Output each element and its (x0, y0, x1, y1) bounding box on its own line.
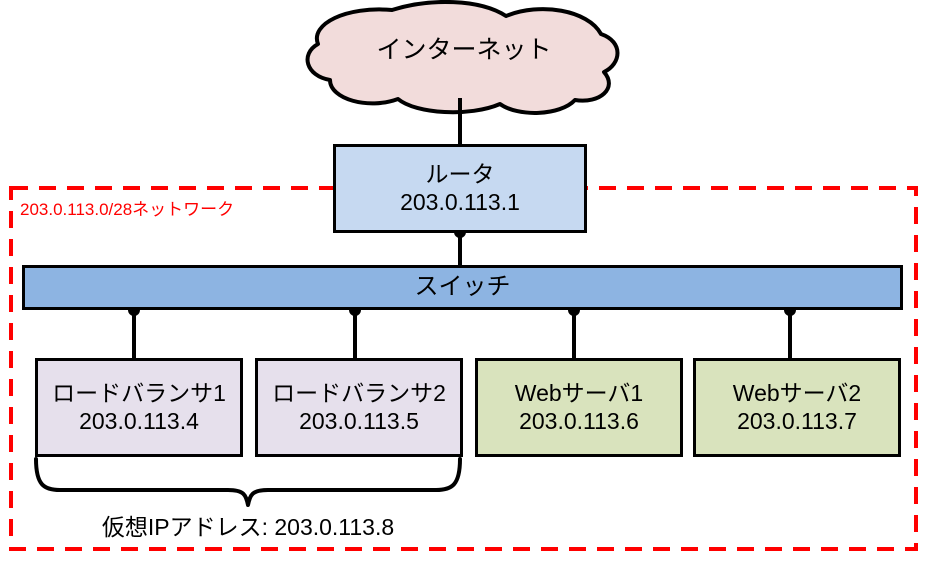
node-router-ip: 203.0.113.1 (400, 188, 520, 215)
internet-cloud-label: インターネット (376, 36, 552, 64)
node-web-server-2-name: Webサーバ2 (732, 380, 862, 407)
virtual-ip-label: 仮想IPアドレス: 203.0.113.8 (101, 514, 395, 540)
node-web-server-1-ip: 203.0.113.6 (519, 407, 639, 434)
internet-cloud-shape (305, 0, 620, 115)
node-router-name: ルータ (425, 161, 495, 188)
node-load-balancer-2-ip: 203.0.113.5 (299, 407, 419, 434)
node-load-balancer-1-name: ロードバランサ1 (52, 380, 226, 407)
node-web-server-2[interactable]: Webサーバ2 203.0.113.7 (693, 358, 901, 457)
node-web-server-2-ip: 203.0.113.7 (737, 407, 857, 434)
node-switch[interactable]: スイッチ (22, 265, 903, 310)
node-load-balancer-2[interactable]: ロードバランサ2 203.0.113.5 (255, 358, 463, 457)
node-switch-name: スイッチ (414, 273, 511, 301)
node-load-balancer-2-name: ロードバランサ2 (272, 380, 446, 407)
node-load-balancer-1[interactable]: ロードバランサ1 203.0.113.4 (35, 358, 243, 457)
node-web-server-1[interactable]: Webサーバ1 203.0.113.6 (475, 358, 683, 457)
virtual-ip-brace (34, 457, 462, 507)
node-web-server-1-name: Webサーバ1 (514, 380, 644, 407)
subnet-boundary-label: 203.0.113.0/28ネットワーク (20, 200, 235, 219)
node-load-balancer-1-ip: 203.0.113.4 (79, 407, 199, 434)
node-router[interactable]: ルータ 203.0.113.1 (333, 144, 587, 233)
